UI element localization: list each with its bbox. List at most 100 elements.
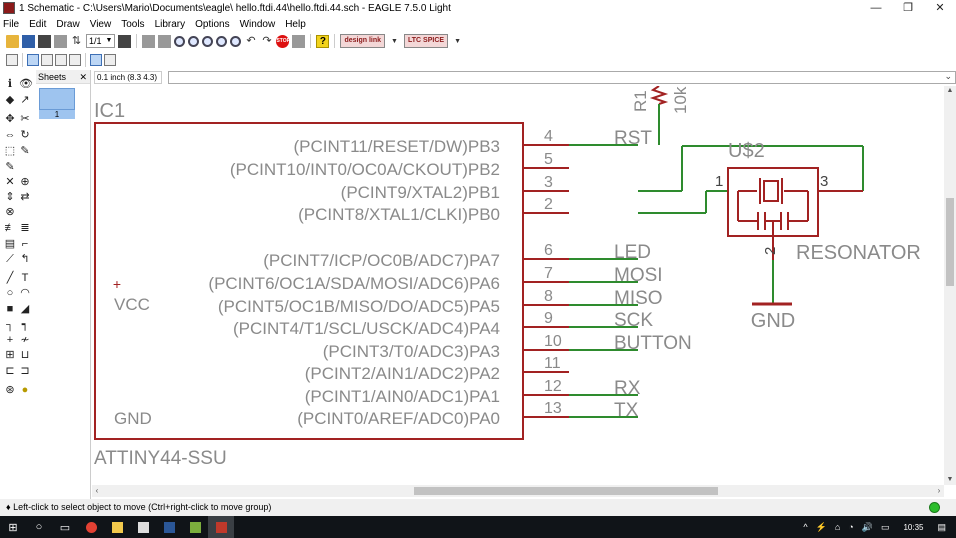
sheet-thumbnail[interactable] <box>39 88 75 110</box>
layout-icon[interactable] <box>41 54 53 66</box>
stop-icon[interactable]: STOP <box>276 34 290 48</box>
help-icon[interactable]: ? <box>316 34 330 48</box>
ltc-spice-button[interactable]: LTC SPICE <box>404 34 449 48</box>
gateswap-icon[interactable]: ⊗ <box>5 206 15 218</box>
delete-icon[interactable]: ✕ <box>5 176 15 188</box>
bus-icon[interactable]: ┐ <box>6 319 14 331</box>
show-icon[interactable]: 👁 <box>19 78 33 90</box>
explorer-icon[interactable] <box>104 516 130 538</box>
horizontal-scrollbar[interactable]: ‹ › <box>92 485 944 497</box>
word-icon[interactable] <box>156 516 182 538</box>
rotate-icon[interactable]: ↻ <box>20 129 30 141</box>
restore-button[interactable]: ❐ <box>903 2 913 14</box>
search-icon[interactable]: ○ <box>35 521 43 533</box>
chrome-icon[interactable] <box>78 516 104 538</box>
menu-library[interactable]: Library <box>154 18 186 30</box>
layout-icon[interactable] <box>90 54 102 66</box>
script-icon[interactable] <box>142 34 156 48</box>
volume-icon[interactable]: 🔊 <box>861 521 873 532</box>
junction-icon[interactable]: + <box>6 334 14 346</box>
zoom-fit-icon[interactable] <box>174 35 186 47</box>
save-icon[interactable] <box>22 34 35 48</box>
menu-draw[interactable]: Draw <box>56 18 80 30</box>
start-icon[interactable]: ⊞ <box>8 521 18 534</box>
mark-icon[interactable]: ↗ <box>20 94 30 106</box>
menu-file[interactable]: File <box>3 18 20 30</box>
close-icon[interactable]: ✕ <box>79 72 87 82</box>
command-input[interactable]: ⌄ <box>168 70 956 84</box>
redraw-icon[interactable] <box>216 35 228 47</box>
layout-icon[interactable] <box>27 54 39 66</box>
keyboard-icon[interactable]: ▭ <box>880 521 890 532</box>
menu-options[interactable]: Options <box>195 18 230 30</box>
arc-icon[interactable]: ◠ <box>20 287 30 299</box>
zoom-out-icon[interactable] <box>202 35 214 47</box>
chevron-down-icon[interactable]: ▼ <box>454 37 462 45</box>
scroll-up-icon[interactable]: ▲ <box>946 87 954 94</box>
layout-icon[interactable] <box>69 54 81 66</box>
paste-icon[interactable]: ✎ <box>5 161 15 173</box>
move-icon[interactable]: ✥ <box>5 113 15 125</box>
text-icon[interactable]: T <box>21 272 29 284</box>
zoom-in-icon[interactable] <box>188 35 200 47</box>
errors-icon[interactable]: ● <box>21 384 29 396</box>
task-view-icon[interactable]: ▭ <box>59 521 71 534</box>
vertical-scrollbar[interactable]: ▲ ▼ <box>944 86 956 485</box>
layout-icon[interactable] <box>55 54 67 66</box>
sheet-number[interactable]: 1 <box>39 110 75 119</box>
change-icon[interactable]: ✎ <box>20 145 30 157</box>
wifi-icon[interactable]: ◔ <box>848 522 854 532</box>
grid-icon[interactable] <box>6 54 18 66</box>
cam-processor-icon[interactable] <box>54 34 67 48</box>
attribute-icon[interactable]: ⊞ <box>5 349 15 361</box>
redo-icon[interactable]: ↷ <box>262 34 272 47</box>
wire-icon[interactable]: ╱ <box>6 272 14 284</box>
go-icon[interactable] <box>292 34 306 48</box>
scroll-right-icon[interactable]: › <box>937 486 941 495</box>
invoke-icon[interactable]: ↰ <box>20 253 30 265</box>
info-icon[interactable]: ℹ <box>7 78 13 90</box>
split-icon[interactable]: ⟋ <box>6 253 14 265</box>
display-icon[interactable]: ◆ <box>5 94 15 106</box>
eagle-taskbar-icon[interactable] <box>208 516 234 538</box>
close-button[interactable]: ✕ <box>935 2 945 14</box>
menu-view[interactable]: View <box>89 18 112 30</box>
frame-icon[interactable]: ⊏ <box>5 365 15 377</box>
copy-icon[interactable]: ✂ <box>20 113 30 125</box>
name-icon[interactable]: ≢ <box>4 222 16 234</box>
use-library-icon[interactable] <box>118 34 132 48</box>
smash-icon[interactable]: ▤ <box>4 238 16 250</box>
notifications-icon[interactable]: ▤ <box>937 521 946 532</box>
pinswap-icon[interactable]: ⇕ <box>5 191 15 203</box>
menu-edit[interactable]: Edit <box>29 18 47 30</box>
scroll-down-icon[interactable]: ▼ <box>946 476 954 483</box>
value-icon[interactable]: ≣ <box>20 222 30 234</box>
zoom-select-icon[interactable] <box>230 35 242 47</box>
replace-icon[interactable]: ⇄ <box>20 191 30 203</box>
miter-icon[interactable]: ⌐ <box>21 238 29 250</box>
mirror-icon[interactable]: ⇔ <box>4 129 16 141</box>
store-icon[interactable] <box>130 516 156 538</box>
rect-icon[interactable]: ■ <box>6 303 14 315</box>
label-icon[interactable]: ≁ <box>20 334 30 346</box>
chevron-down-icon[interactable]: ▼ <box>391 37 398 45</box>
menu-window[interactable]: Window <box>239 18 276 30</box>
minimize-button[interactable]: — <box>870 2 882 14</box>
scroll-thumb[interactable] <box>946 198 954 286</box>
erc-icon[interactable]: ⊛ <box>5 384 15 396</box>
open-icon[interactable] <box>6 34 19 48</box>
group-icon[interactable]: ⬚ <box>4 145 16 157</box>
power-icon[interactable]: ⚡ <box>815 521 827 532</box>
add-icon[interactable]: ⊕ <box>20 176 30 188</box>
menu-tools[interactable]: Tools <box>121 18 145 30</box>
notes-icon[interactable] <box>182 516 208 538</box>
layout-icon[interactable] <box>104 54 116 66</box>
network-icon[interactable]: ⌂ <box>834 522 841 532</box>
undo-icon[interactable]: ↶ <box>246 34 256 47</box>
circle-icon[interactable]: ○ <box>6 287 14 299</box>
design-link-button[interactable]: design link <box>340 34 386 48</box>
dimension-icon[interactable]: ⊔ <box>20 349 30 361</box>
print-icon[interactable] <box>38 34 51 48</box>
sheet-select[interactable]: 1/1▼ <box>86 34 116 48</box>
